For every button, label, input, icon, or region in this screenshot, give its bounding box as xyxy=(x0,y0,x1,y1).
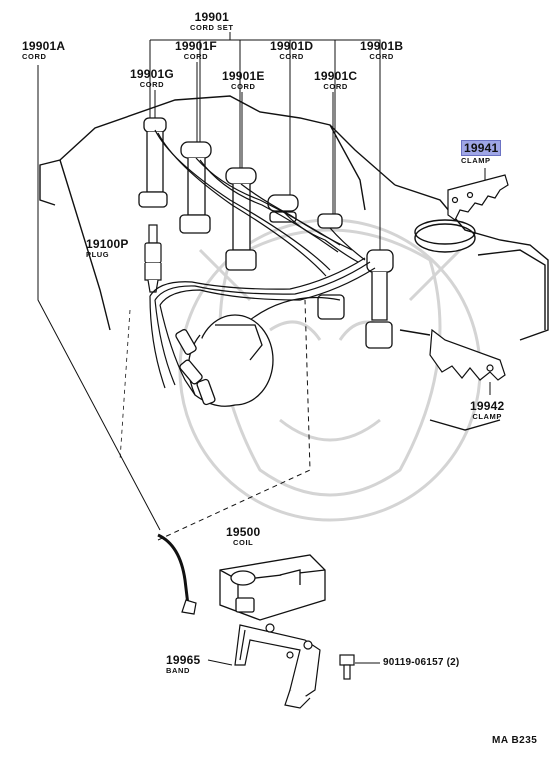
boot-g xyxy=(138,117,168,208)
clamp-19941-shape xyxy=(447,174,509,221)
label-cord-a: 19901A CORD xyxy=(22,40,65,61)
label-cord-e: 19901E CORD xyxy=(222,70,265,91)
part-number: 19901F xyxy=(175,39,217,53)
part-number: 19942 xyxy=(470,399,505,413)
part-number: 19901D xyxy=(270,39,314,53)
part-name: BAND xyxy=(166,666,191,675)
distributor-cap xyxy=(175,314,274,407)
part-number: 19901C xyxy=(314,69,358,83)
coil-lead-dashed xyxy=(157,299,311,541)
part-number: 19901 xyxy=(194,10,229,24)
part-number: 19100P xyxy=(86,237,129,251)
clamp-19942-shape xyxy=(429,328,506,381)
label-cord-b: 19901B CORD xyxy=(360,40,403,61)
label-cord-g: 19901G CORD xyxy=(130,68,174,89)
boot-f xyxy=(179,141,212,234)
part-number: 19965 xyxy=(166,653,201,667)
leader-lines xyxy=(37,32,491,666)
part-name: CORD xyxy=(323,82,348,91)
boot-e xyxy=(225,167,257,271)
label-cord-c: 19901C CORD xyxy=(314,70,357,91)
engine-head-outline xyxy=(39,95,549,431)
centre-dashed xyxy=(119,309,131,461)
part-number: 19901B xyxy=(360,39,404,53)
part-name: CORD xyxy=(139,80,165,89)
coil-lead-boot xyxy=(181,599,197,615)
figure-reference: MA B235 xyxy=(492,735,538,746)
part-name: CORD xyxy=(279,52,304,61)
label-clamp-19941: 19941 CLAMP xyxy=(461,140,502,165)
label-cord-d: 19901D CORD xyxy=(270,40,313,61)
part-number-highlighted: 19941 xyxy=(461,140,502,156)
part-name: CORD xyxy=(22,52,47,61)
label-cord-set: 19901 CORD SET xyxy=(190,11,234,32)
part-name: COIL xyxy=(233,538,254,547)
part-name: CLAMP xyxy=(461,156,491,165)
boot-b xyxy=(365,249,394,349)
part-number: 19901E xyxy=(222,69,265,83)
label-plug: 19100P PLUG xyxy=(86,238,129,259)
ignition-wires xyxy=(149,129,376,396)
plug-boots xyxy=(138,117,394,349)
coil-lead xyxy=(157,533,190,606)
label-bolt: 90119-06157 (2) xyxy=(383,658,459,668)
label-cord-f: 19901F CORD xyxy=(175,40,217,61)
label-clamp-19942: 19942 CLAMP xyxy=(470,400,504,421)
coil-bracket xyxy=(234,623,321,709)
part-name: PLUG xyxy=(86,250,110,259)
boot-c xyxy=(317,213,345,320)
part-name: CORD xyxy=(369,52,394,61)
part-number: 90119-06157 (2) xyxy=(383,657,460,668)
part-number: 19500 xyxy=(226,525,261,539)
part-name: CLAMP xyxy=(472,412,503,421)
ignition-coil xyxy=(219,554,326,621)
part-name: CORD xyxy=(231,82,256,91)
part-number: 19901A xyxy=(22,39,66,53)
part-name: CORD xyxy=(183,52,209,61)
label-band: 19965 BAND xyxy=(166,654,200,675)
part-number: 19901G xyxy=(130,67,174,81)
label-coil: 19500 COIL xyxy=(226,526,260,547)
bolt-90119 xyxy=(339,654,355,680)
spark-plug xyxy=(144,224,162,293)
part-name: CORD SET xyxy=(190,23,234,32)
